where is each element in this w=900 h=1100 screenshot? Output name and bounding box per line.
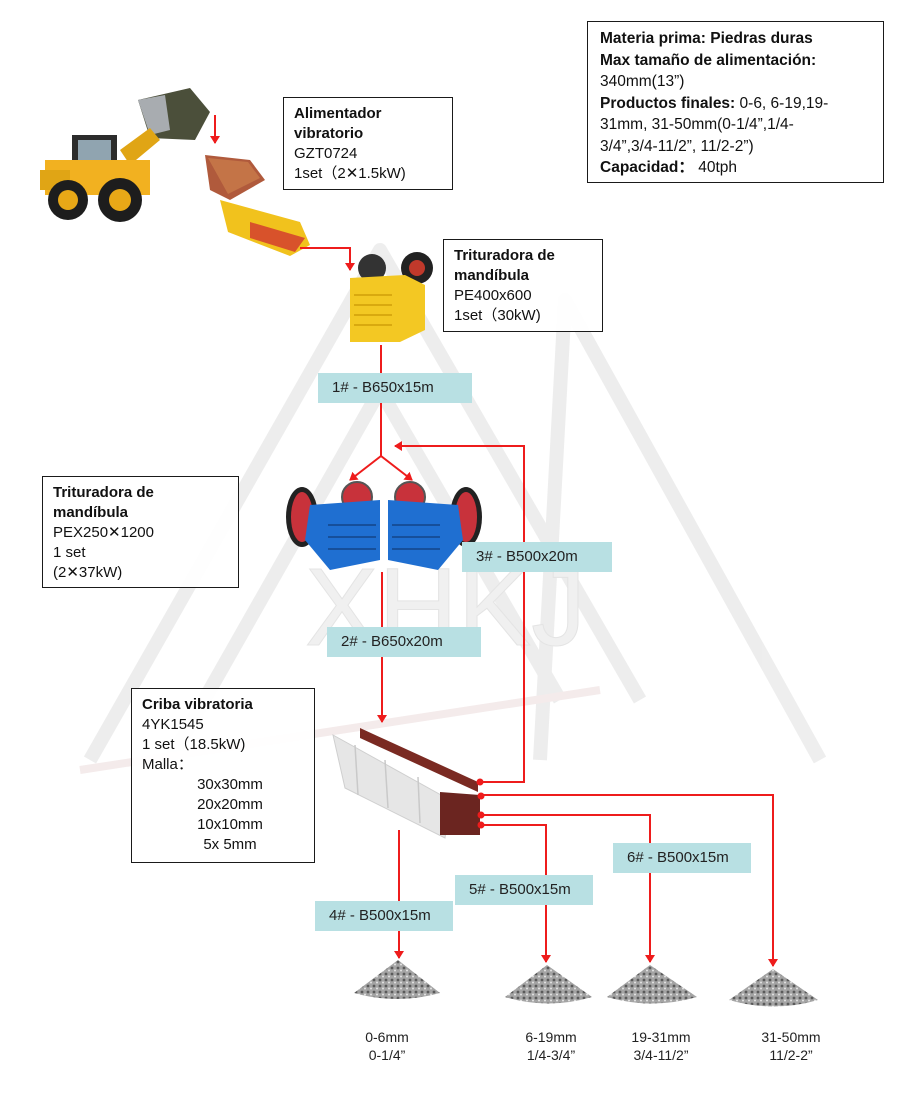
flow-arrow [481,814,655,963]
raw-material-label: Materia prima: [600,30,706,47]
feeder-spec-box: Alimentador vibratorio GZT0724 1set（2✕1.… [283,97,453,190]
primary-crusher-model: PE400x600 [454,287,532,304]
discharge-point [477,821,485,829]
discharge-point [477,811,485,819]
flow-arrow [349,455,382,481]
feeder-model: GZT0724 [294,145,358,162]
product-label: 6-19mm 1/4-3/4” [496,1028,606,1064]
feeder-title: Alimentador [294,105,382,122]
secondary-crusher-title: Trituradora de [53,484,154,501]
flow-arrow [481,824,551,963]
belt-label-2: 2# - B650x20m [327,627,481,657]
feeder-spec: 1set（2✕1.5kW) [294,165,406,182]
product-size-inch: 11/2-2” [769,1047,813,1063]
primary-crusher-title: Trituradora de [454,247,555,264]
feeder-title-cont: vibratorio [294,125,364,142]
primary-crusher-spec-box: Trituradora de mandíbula PE400x600 1set（… [443,239,603,332]
stockpile-icon [729,969,818,1007]
belt-label-4: 4# - B500x15m [315,901,453,931]
secondary-crusher-title-cont: mandíbula [53,504,129,521]
max-feed-value: 340mm(13”) [600,73,685,90]
product-label: 0-6mm 0-1/4” [332,1028,442,1064]
vibrating-feeder-icon [205,155,310,256]
primary-jaw-crusher-icon [350,252,433,342]
mesh-size: 30x30mm [197,776,263,793]
mesh-size: 5x 5mm [203,836,257,853]
primary-crusher-spec: 1set（30kW) [454,307,541,324]
belt-label-5: 5# - B500x15m [455,875,593,905]
belt-label-6: 6# - B500x15m [613,843,751,873]
max-feed-label: Max tamaño de alimentación: [600,51,817,69]
mesh-size: 10x10mm [197,816,263,833]
product-size-mm: 6-19mm [525,1029,577,1045]
raw-material-value: Piedras duras [710,30,813,47]
screen-spec-box: Criba vibratoria 4YK1545 1 set（18.5kW) M… [131,688,315,863]
screen-spec: 1 set（18.5kW) [142,736,246,753]
product-label: 31-50mm 11/2-2” [736,1028,846,1064]
products-value: 0-6, 6-19,19- [739,94,829,112]
products-value-cont: 31mm, 31-50mm(0-1/4”,1/4- [600,116,794,133]
secondary-jaw-crusher-icon [286,481,482,570]
stockpile-icon [505,965,592,1004]
wheel-loader-icon [40,88,210,222]
flow-arrow [300,247,355,271]
product-size-mm: 19-31mm [631,1029,691,1045]
product-size-inch: 0-1/4” [368,1047,406,1063]
product-size-mm: 0-6mm [365,1029,409,1045]
belt-label-3: 3# - B500x20m [462,542,612,572]
product-size-inch: 3/4-11/2” [633,1047,689,1063]
discharge-point [476,778,484,786]
discharge-point [477,792,485,800]
stockpile-icon [607,965,697,1004]
primary-crusher-title-cont: mandíbula [454,267,530,284]
flow-arrow [481,794,778,967]
screen-mesh-label: Malla： [142,756,193,773]
secondary-crusher-model: PEX250✕1200 [53,524,154,541]
product-size-mm: 31-50mm [761,1029,821,1045]
product-size-inch: 1/4-3/4” [526,1047,576,1063]
screen-model: 4YK1545 [142,716,204,733]
mesh-size: 20x20mm [197,796,263,813]
secondary-crusher-spec-box: Trituradora de mandíbula PEX250✕1200 1 s… [42,476,239,588]
process-info-box: Materia prima: Piedras duras Max tamaño … [587,21,884,183]
secondary-crusher-spec: (2✕37kW) [53,564,123,581]
screen-title: Criba vibratoria [142,696,253,713]
vibrating-screen-icon [332,728,480,839]
products-value-cont: 3/4”,3/4-11/2”, 11/2-2”) [600,137,754,155]
product-label: 19-31mm 3/4-11/2” [606,1028,716,1064]
stockpile-icon [354,960,440,999]
capacity-value: 40tph [698,159,737,176]
products-label: Productos finales: [600,94,736,112]
secondary-crusher-qty: 1 set [53,544,86,561]
flow-arrow [380,455,413,481]
belt-label-1: 1# - B650x15m [318,373,472,403]
capacity-label: Capacidad： [600,159,694,176]
flow-arrow-recirculation [394,441,525,783]
